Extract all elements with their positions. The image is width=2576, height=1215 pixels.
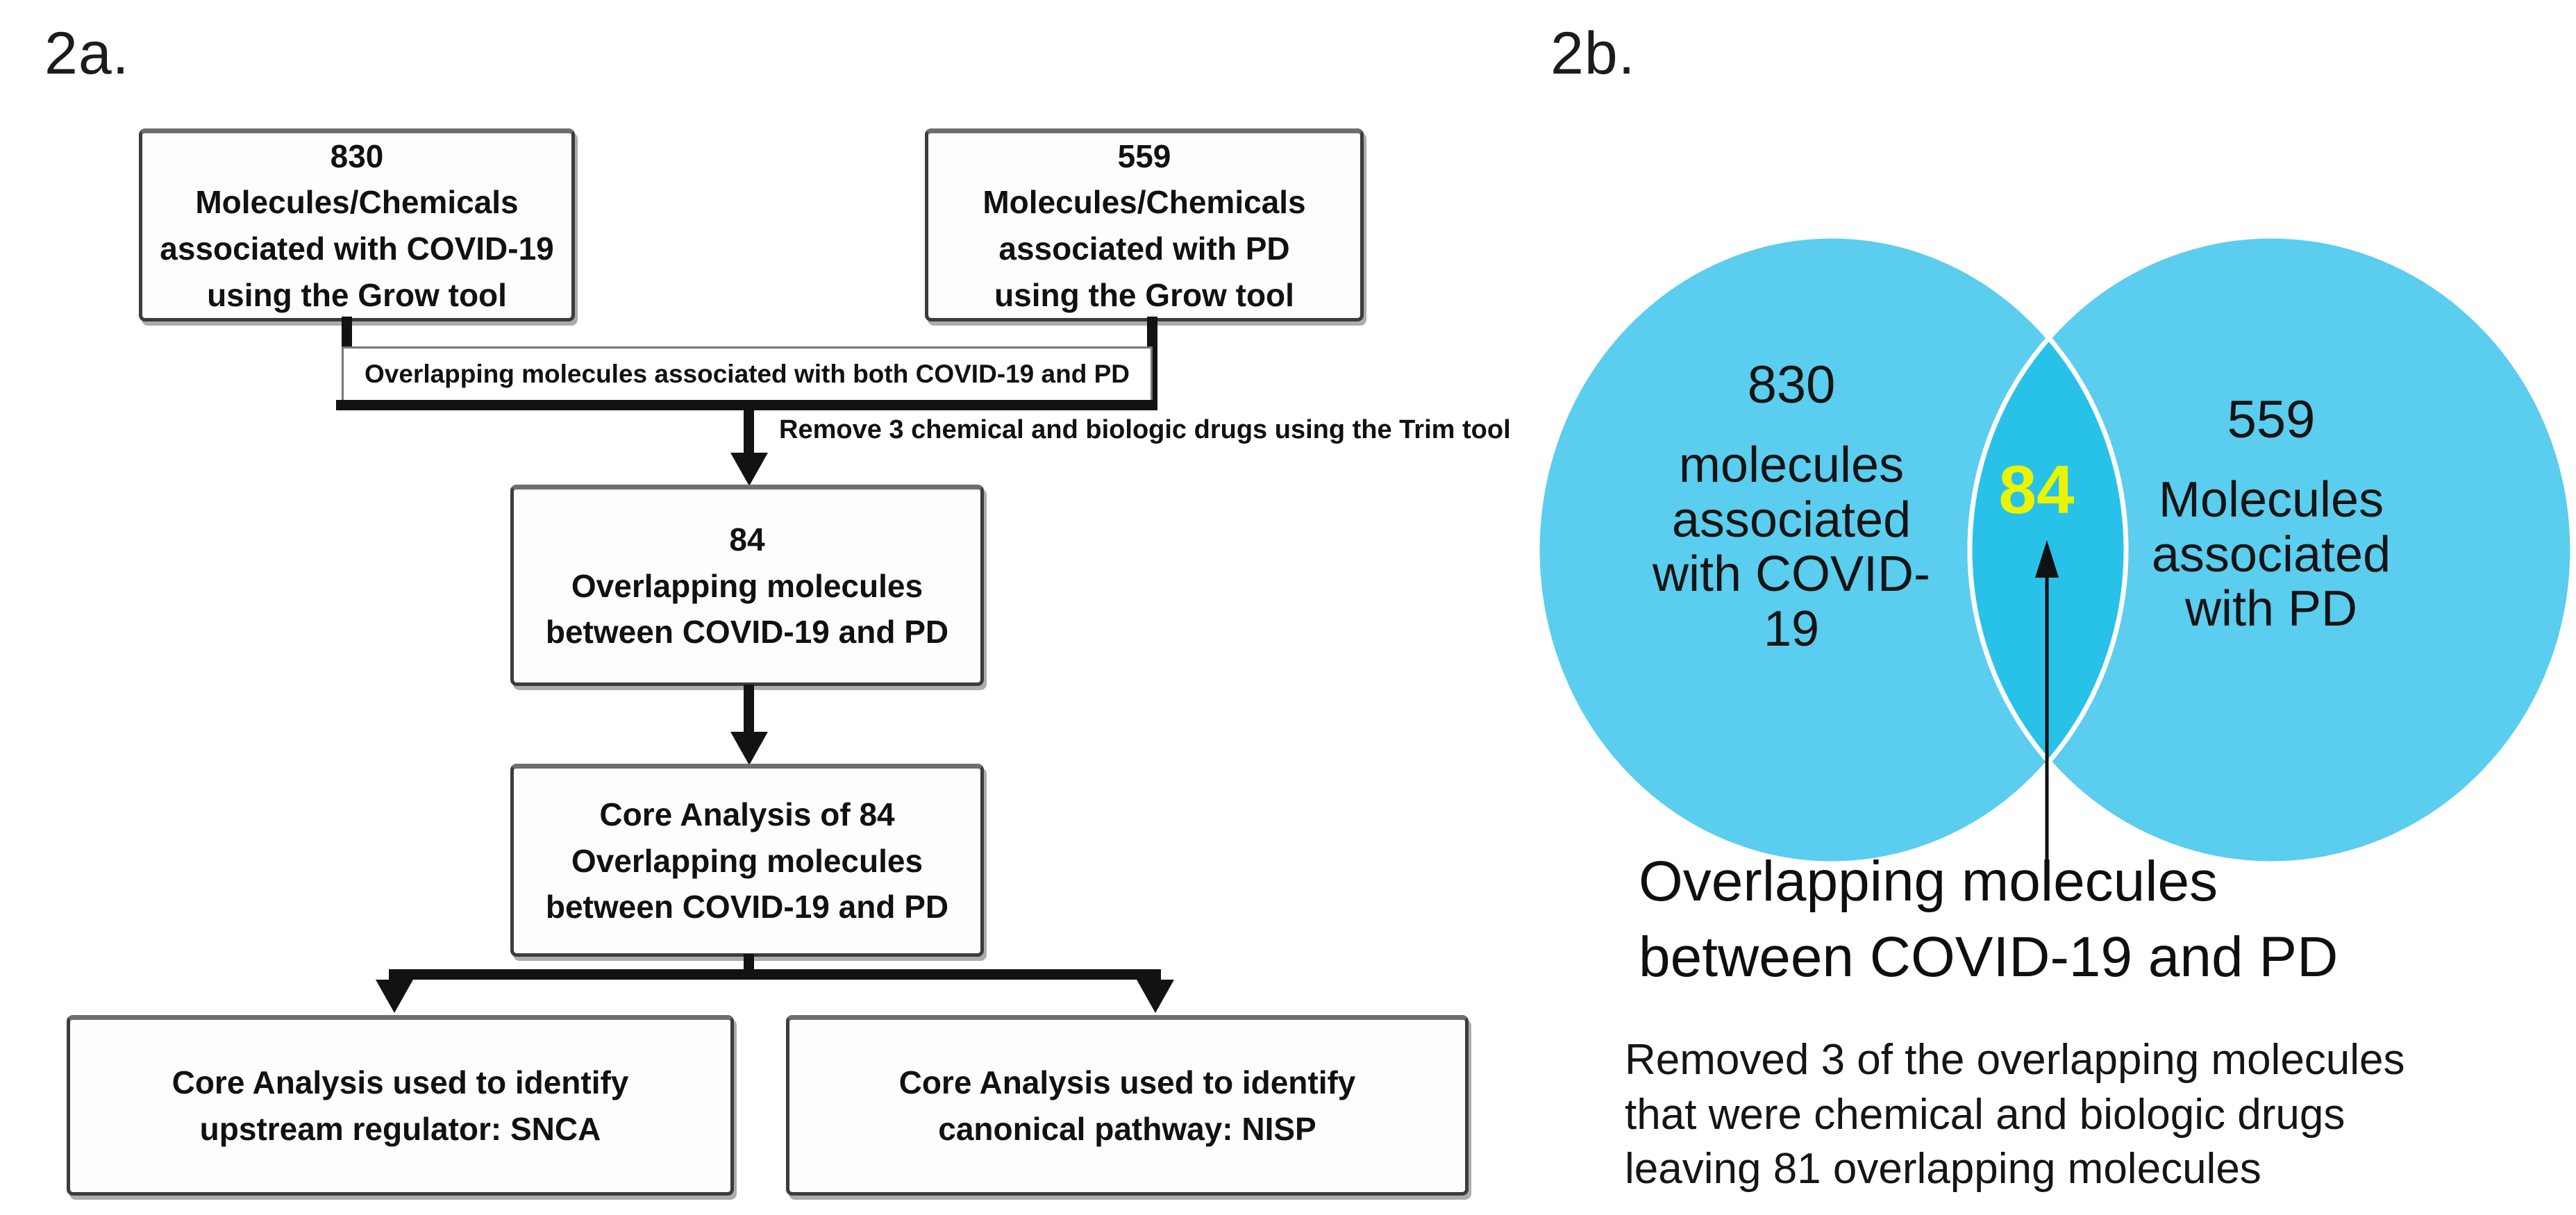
arrow1-shaft — [744, 410, 754, 455]
venn-left-count: 830 — [1747, 355, 1836, 415]
venn-left-label: 830 molecules associated with COVID- 19 — [1576, 303, 2007, 656]
flow-box-84-overlap: 84 Overlapping molecules between COVID-1… — [510, 485, 984, 686]
flow-box-upstream-line1: Core Analysis used to identify — [172, 1064, 629, 1101]
flow-box-core-analysis: Core Analysis of 84 Overlapping molecule… — [510, 764, 984, 957]
split-stem — [744, 954, 754, 973]
flow-bar-overlap: Overlapping molecules associated with bo… — [342, 346, 1153, 400]
panel-2a-label: 2a. — [44, 20, 130, 87]
venn-circle-pd-outline — [1967, 233, 2575, 866]
flow-box-core-line1: Core Analysis of 84 — [599, 796, 895, 832]
venn-overlap-count: 84 — [1998, 451, 2074, 528]
venn-right-text: Molecules associated with PD — [2151, 472, 2391, 637]
flow-bar-overlap-label: Overlapping molecules associated with bo… — [364, 360, 1130, 388]
flow-box-covid-line2: Molecules/Chemicals — [195, 184, 519, 221]
venn-left-text: molecules associated with COVID- 19 — [1652, 437, 1931, 657]
flow-box-84-line3: between COVID-19 and PD — [545, 614, 949, 651]
flow-box-covid-molecules: 830 Molecules/Chemicals associated with … — [139, 128, 575, 321]
flow-box-pd-line2: Molecules/Chemicals — [982, 184, 1306, 221]
flow-box-canonical-pathway: Core Analysis used to identify canonical… — [786, 1015, 1469, 1196]
venn-note: Removed 3 of the overlapping molecules t… — [1625, 1036, 2405, 1193]
arrow2-shaft — [744, 685, 754, 735]
split-arrow-right-icon — [1137, 980, 1174, 1013]
flow-box-upstream-line2: upstream regulator: SNCA — [199, 1111, 601, 1147]
trim-tool-note: Remove 3 chemical and biologic drugs usi… — [779, 415, 1511, 444]
flow-box-pd-line4: using the Grow tool — [994, 276, 1294, 313]
split-horizontal-line — [389, 969, 1161, 980]
flow-box-pd-line3: associated with PD — [998, 231, 1290, 267]
flow-bar-bottom-line — [336, 400, 1157, 410]
flow-box-upstream-regulator: Core Analysis used to identify upstream … — [67, 1015, 734, 1196]
flow-box-covid-line1: 830 — [330, 137, 384, 174]
venn-caption: Overlapping molecules between COVID-19 a… — [1639, 850, 2339, 989]
flow-box-pd-molecules: 559 Molecules/Chemicals associated with … — [925, 128, 1364, 321]
flow-box-covid-line4: using the Grow tool — [207, 276, 507, 313]
flow-box-pd-line1: 559 — [1117, 137, 1171, 174]
venn-right-count: 559 — [2227, 390, 2316, 450]
arrow2-head-icon — [730, 732, 768, 765]
split-arrow-left-icon — [376, 980, 413, 1013]
venn-diagram: 84 — [1534, 233, 2575, 894]
flow-box-84-line1: 84 — [729, 521, 765, 558]
flow-box-84-line2: Overlapping molecules — [571, 567, 923, 604]
venn-circle-covid-outline — [1534, 233, 2129, 866]
flow-box-canonical-line1: Core Analysis used to identify — [898, 1064, 1356, 1101]
flow-box-covid-line3: associated with COVID-19 — [160, 231, 554, 267]
arrow1-head-icon — [730, 453, 768, 486]
panel-2b-label: 2b. — [1550, 20, 1636, 87]
overlap-pointer-head-icon — [2035, 540, 2059, 578]
flow-box-core-line3: between COVID-19 and PD — [545, 889, 949, 925]
flow-box-core-line2: Overlapping molecules — [571, 842, 923, 879]
flow-box-canonical-line2: canonical pathway: NISP — [938, 1111, 1316, 1147]
